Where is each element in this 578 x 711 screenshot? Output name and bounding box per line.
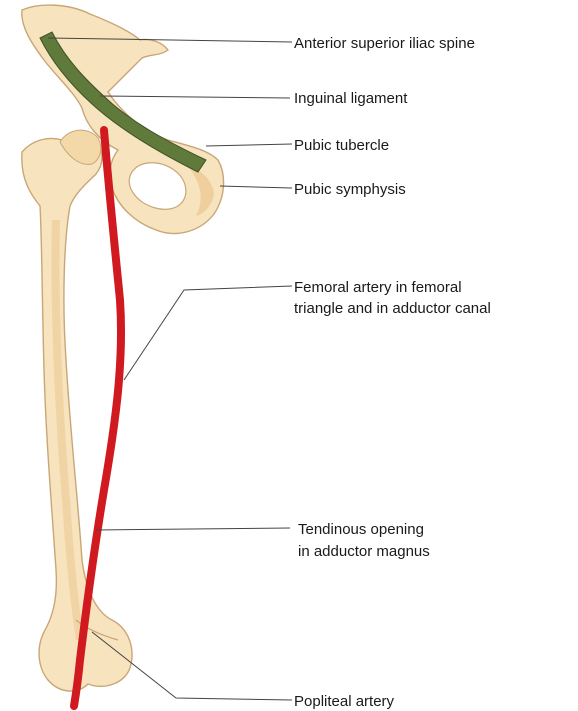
label-pubic-symphysis: Pubic symphysis [294,181,406,198]
label-tendinous-opening-line2: in adductor magnus [298,543,430,560]
label-popliteal-artery: Popliteal artery [294,693,395,710]
labels: Anterior superior iliac spine Inguinal l… [294,35,491,710]
leader-tendinous-opening [96,528,290,530]
leader-inguinal [100,96,290,98]
leader-pubic-tubercle [206,144,292,146]
leader-femoral-artery [124,286,292,380]
label-femoral-artery-line2: triangle and in adductor canal [294,300,491,317]
label-asis: Anterior superior iliac spine [294,35,475,52]
label-femoral-artery-line1: Femoral artery in femoral [294,279,462,296]
label-inguinal-ligament: Inguinal ligament [294,90,408,107]
label-pubic-tubercle: Pubic tubercle [294,137,389,154]
leader-pubic-symphysis [220,186,292,188]
label-tendinous-opening-line1: Tendinous opening [298,521,424,538]
